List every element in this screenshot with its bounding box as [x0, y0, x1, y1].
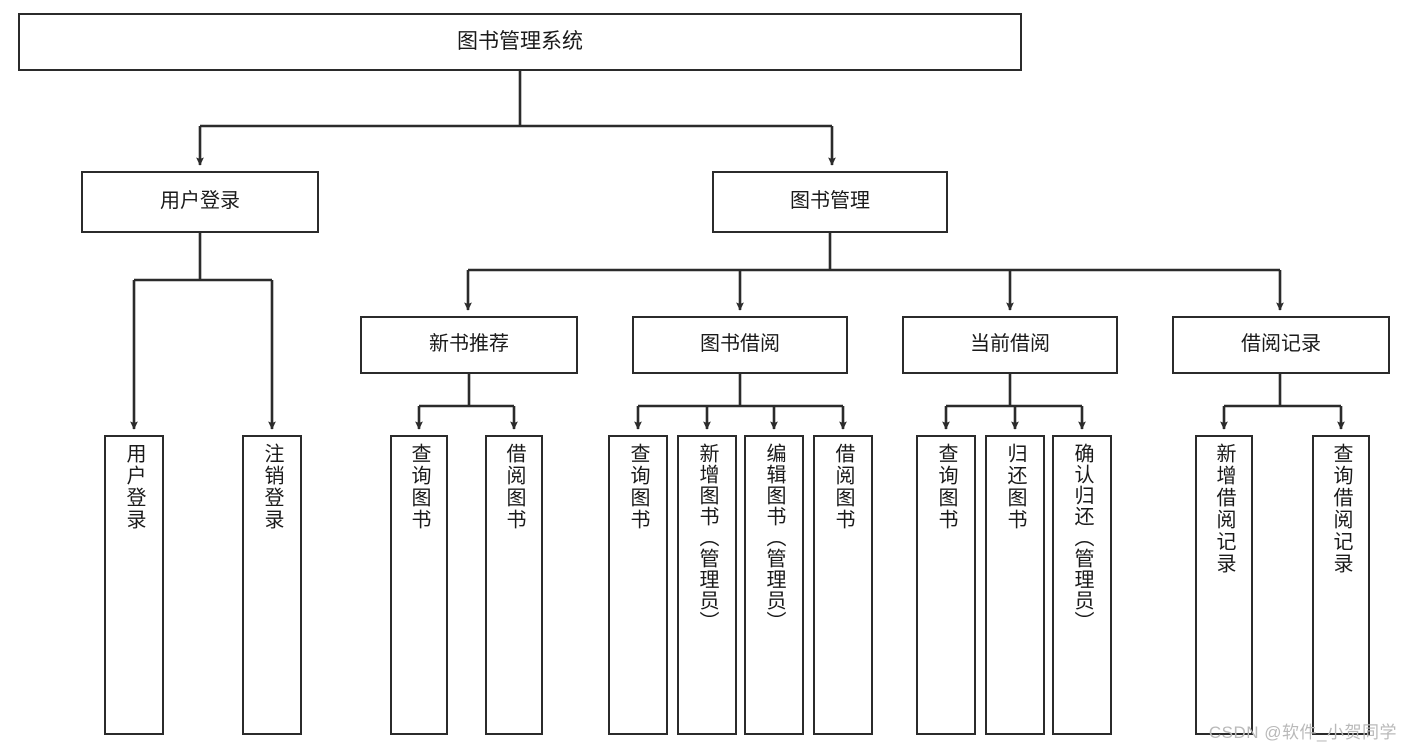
node-borrow-record-label: 借阅记录	[1241, 333, 1321, 356]
node-leaf-edit-book[interactable]: 编辑图书（管理员）	[744, 435, 804, 735]
node-leaf-add-record-label: 新增借阅记录	[1213, 443, 1235, 575]
node-leaf-query-book-3-label: 查询图书	[935, 443, 957, 531]
node-leaf-edit-book-label: 编辑图书（管理员）	[763, 443, 785, 632]
node-leaf-borrow-book-2-label: 借阅图书	[832, 443, 854, 531]
node-leaf-query-record-label: 查询借阅记录	[1330, 443, 1352, 575]
node-leaf-confirm-return-label: 确认归还（管理员）	[1071, 443, 1093, 632]
node-root-label: 图书管理系统	[457, 29, 583, 53]
node-leaf-return-book-label: 归还图书	[1004, 443, 1026, 531]
node-current-borrow[interactable]: 当前借阅	[902, 316, 1118, 374]
node-leaf-add-book-label: 新增图书（管理员）	[696, 443, 718, 632]
csdn-watermark: CSDN @软件_小贺同学	[1208, 723, 1397, 742]
node-book-manage-label: 图书管理	[790, 190, 870, 213]
node-leaf-return-book[interactable]: 归还图书	[985, 435, 1045, 735]
node-leaf-borrow-book-1[interactable]: 借阅图书	[485, 435, 543, 735]
node-borrow-record[interactable]: 借阅记录	[1172, 316, 1390, 374]
node-current-borrow-label: 当前借阅	[970, 333, 1050, 356]
node-leaf-user-login[interactable]: 用户登录	[104, 435, 164, 735]
node-leaf-query-book-2[interactable]: 查询图书	[608, 435, 668, 735]
node-book-borrow-label: 图书借阅	[700, 333, 780, 356]
node-leaf-user-logout-label: 注销登录	[261, 443, 283, 531]
node-leaf-add-book[interactable]: 新增图书（管理员）	[677, 435, 737, 735]
node-leaf-user-logout[interactable]: 注销登录	[242, 435, 302, 735]
node-new-book-recommend[interactable]: 新书推荐	[360, 316, 578, 374]
node-leaf-query-book-1-label: 查询图书	[408, 443, 430, 531]
node-root[interactable]: 图书管理系统	[18, 13, 1022, 71]
node-leaf-query-book-1[interactable]: 查询图书	[390, 435, 448, 735]
node-leaf-confirm-return[interactable]: 确认归还（管理员）	[1052, 435, 1112, 735]
node-user-login[interactable]: 用户登录	[81, 171, 319, 233]
node-leaf-borrow-book-2[interactable]: 借阅图书	[813, 435, 873, 735]
node-leaf-query-book-3[interactable]: 查询图书	[916, 435, 976, 735]
node-book-borrow[interactable]: 图书借阅	[632, 316, 848, 374]
node-leaf-add-record[interactable]: 新增借阅记录	[1195, 435, 1253, 735]
node-leaf-borrow-book-1-label: 借阅图书	[503, 443, 525, 531]
node-leaf-query-book-2-label: 查询图书	[627, 443, 649, 531]
node-user-login-label: 用户登录	[160, 190, 240, 213]
node-leaf-query-record[interactable]: 查询借阅记录	[1312, 435, 1370, 735]
node-new-book-recommend-label: 新书推荐	[429, 333, 509, 356]
node-leaf-user-login-label: 用户登录	[123, 443, 145, 531]
node-book-manage[interactable]: 图书管理	[712, 171, 948, 233]
